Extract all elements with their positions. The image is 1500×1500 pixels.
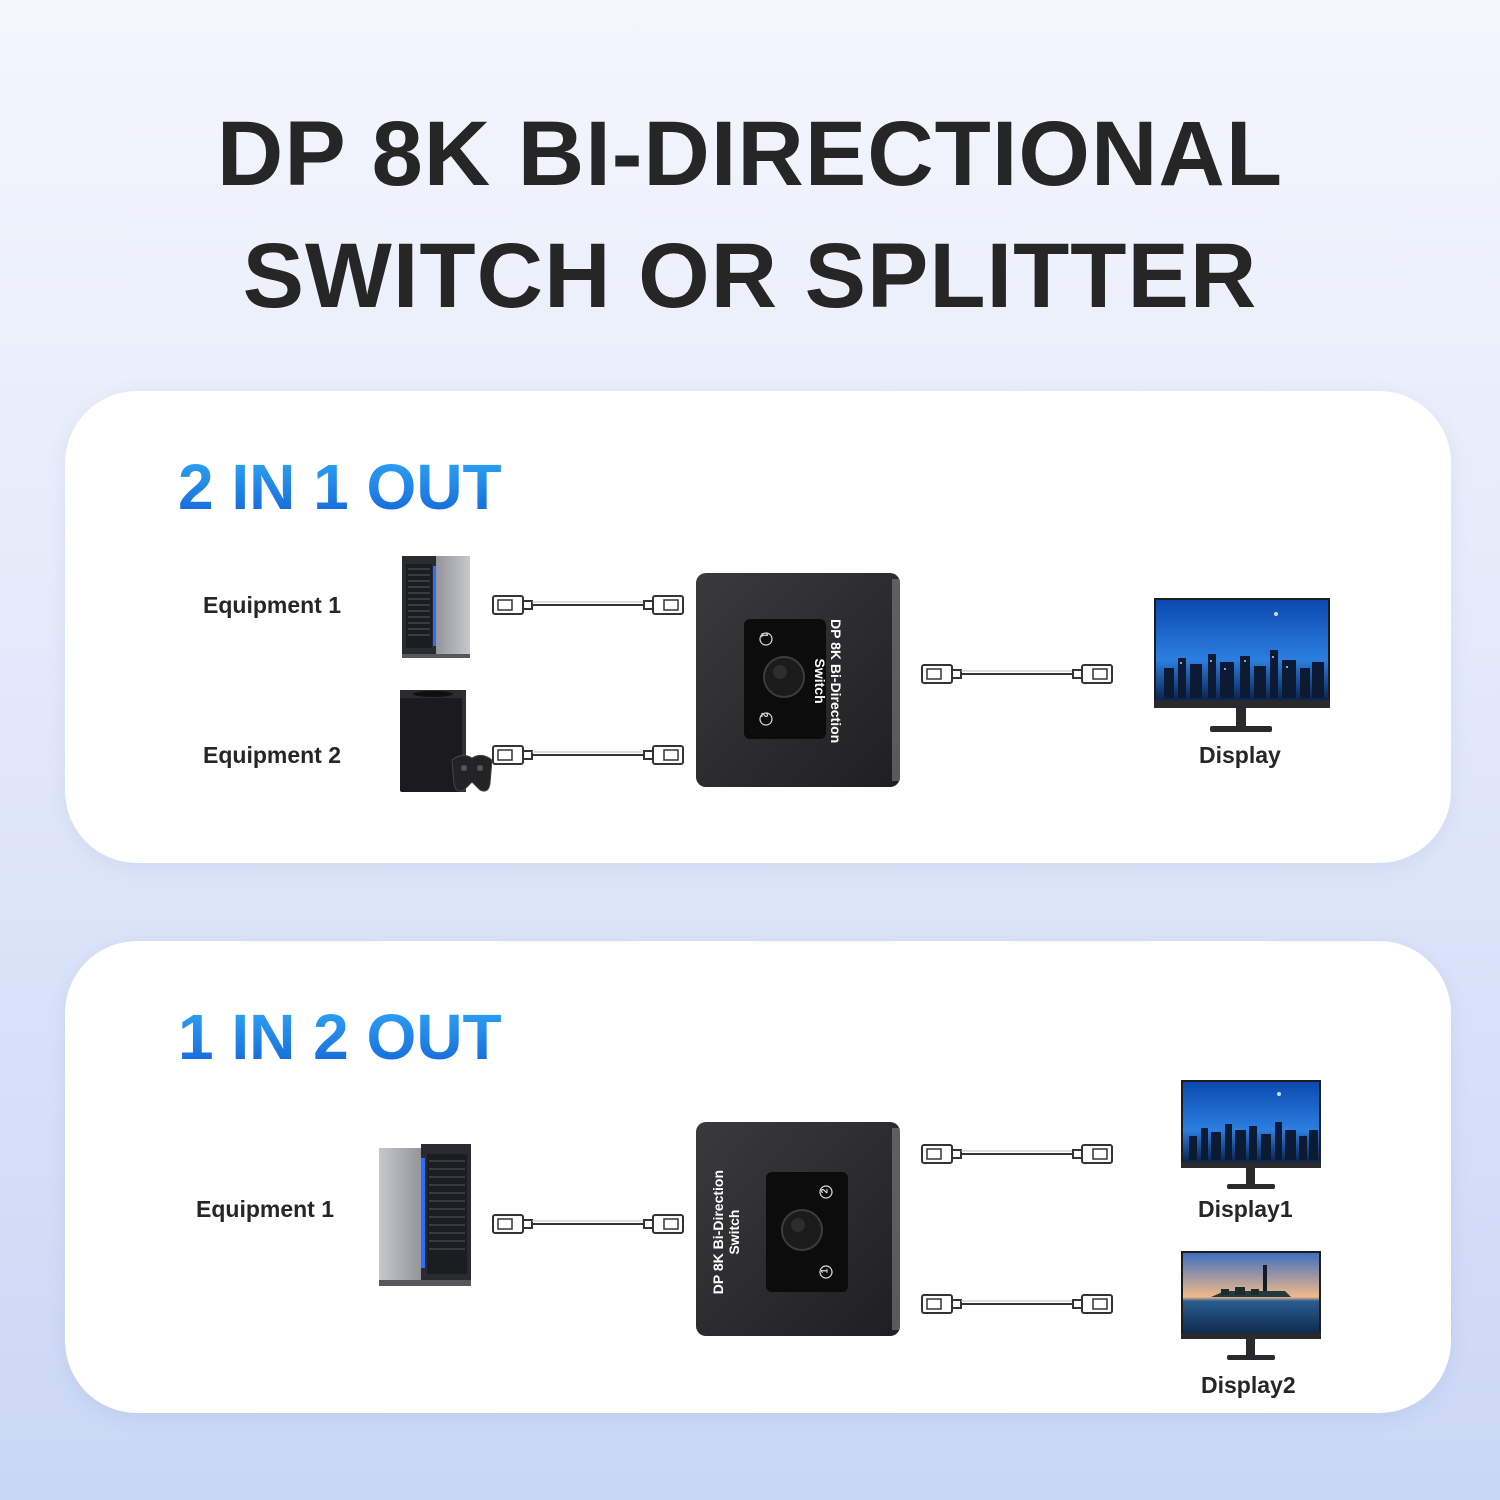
monitor-icon bbox=[1181, 1251, 1321, 1365]
switch-label-line-2: Switch bbox=[812, 658, 829, 704]
dp-switch-device bbox=[696, 1122, 900, 1336]
switch-label-line-1: DP 8K Bi-Direction bbox=[828, 618, 845, 744]
dp-cable bbox=[492, 742, 684, 768]
switch-label: DP 8K Bi-Direction Switch bbox=[812, 619, 844, 743]
pc-tower-icon bbox=[402, 556, 470, 658]
dp-cable bbox=[492, 1211, 684, 1237]
dp-cable bbox=[492, 592, 684, 618]
input-label-equipment-2: Equipment 2 bbox=[203, 742, 342, 768]
dp-cable bbox=[921, 1141, 1113, 1167]
mode-title-1in2out: 1 IN 2 OUT bbox=[178, 1001, 502, 1073]
switch-label: DP 8K Bi-Direction Switch bbox=[710, 1170, 742, 1294]
port-1-marker: 1 bbox=[819, 1268, 830, 1274]
output-label-display1: Display1 bbox=[1198, 1196, 1293, 1222]
monitor-icon bbox=[1181, 1080, 1321, 1194]
dp-cable bbox=[921, 661, 1113, 687]
game-console-icon bbox=[400, 690, 492, 794]
switch-label-line-1: DP 8K Bi-Direction bbox=[710, 1169, 727, 1295]
output-label-display: Display bbox=[1199, 742, 1281, 768]
page-title-line-1: DP 8K BI-DIRECTIONAL bbox=[216, 103, 1284, 205]
input-label-equipment-1: Equipment 1 bbox=[196, 1196, 335, 1222]
port-2-marker: 2 bbox=[819, 1188, 830, 1194]
input-label-equipment-1: Equipment 1 bbox=[203, 592, 342, 618]
dp-switch-device bbox=[696, 573, 900, 787]
pc-tower-icon bbox=[379, 1144, 471, 1286]
monitor-icon bbox=[1154, 598, 1330, 736]
page-title-line-2: SWITCH OR SPLITTER bbox=[242, 225, 1258, 327]
port-1-marker: 1 bbox=[759, 632, 770, 638]
port-2-marker: 2 bbox=[759, 712, 770, 718]
dp-cable bbox=[921, 1291, 1113, 1317]
output-label-display2: Display2 bbox=[1201, 1372, 1296, 1398]
mode-title-2in1out: 2 IN 1 OUT bbox=[178, 451, 502, 523]
switch-label-line-2: Switch bbox=[726, 1209, 743, 1255]
